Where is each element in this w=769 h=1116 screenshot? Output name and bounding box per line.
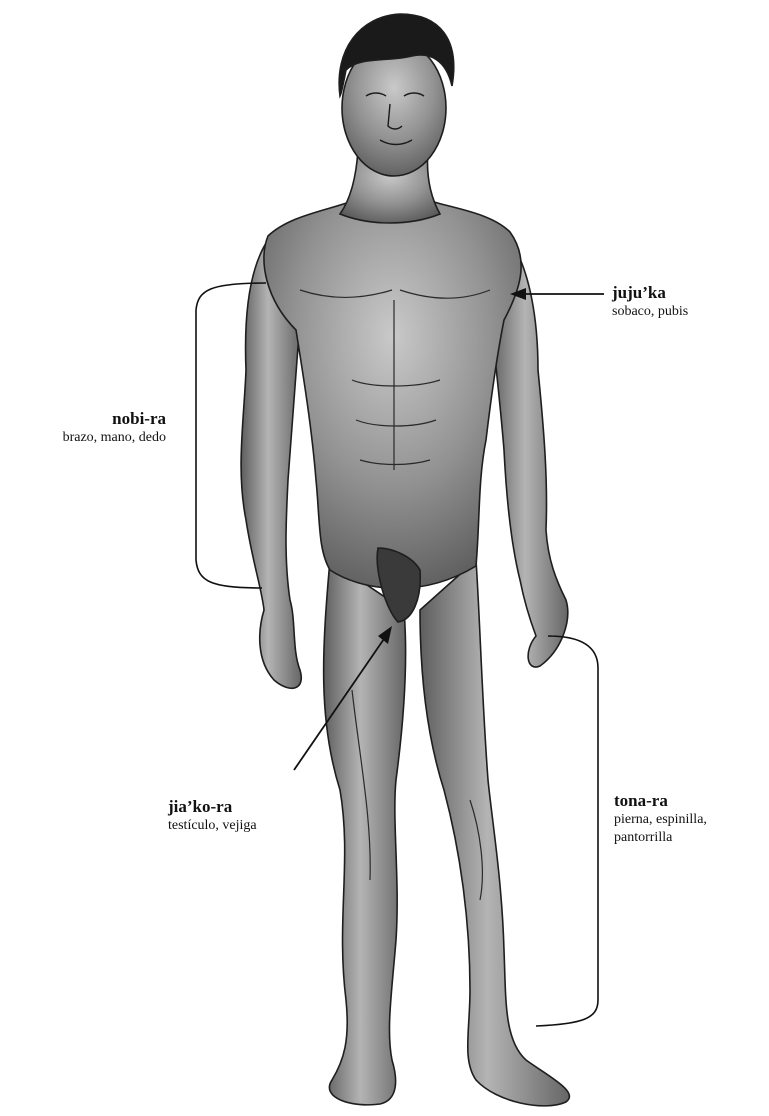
label-jiakora-gloss: testículo, vejiga (168, 817, 257, 835)
label-nobira-gloss: brazo, mano, dedo (8, 429, 166, 447)
tonara-bracket (536, 636, 598, 1026)
label-jiakora-term: jia’ko-ra (168, 796, 257, 817)
label-jujuka: juju’ka sobaco, pubis (612, 282, 688, 321)
torso (264, 200, 521, 588)
label-jiakora: jia’ko-ra testículo, vejiga (168, 796, 257, 835)
label-nobira: nobi-ra brazo, mano, dedo (8, 408, 166, 447)
label-jujuka-term: juju’ka (612, 282, 688, 303)
label-nobira-term: nobi-ra (8, 408, 166, 429)
right-leg (324, 560, 406, 1105)
label-jujuka-gloss: sobaco, pubis (612, 303, 688, 321)
label-tonara-gloss-1: pierna, espinilla, (614, 811, 764, 829)
human-figure (241, 14, 569, 1106)
label-tonara: tona-ra pierna, espinilla, pantorrilla (614, 790, 764, 846)
label-tonara-term: tona-ra (614, 790, 764, 811)
jujuka-arrow (510, 288, 604, 300)
label-tonara-gloss-2: pantorrilla (614, 829, 764, 847)
